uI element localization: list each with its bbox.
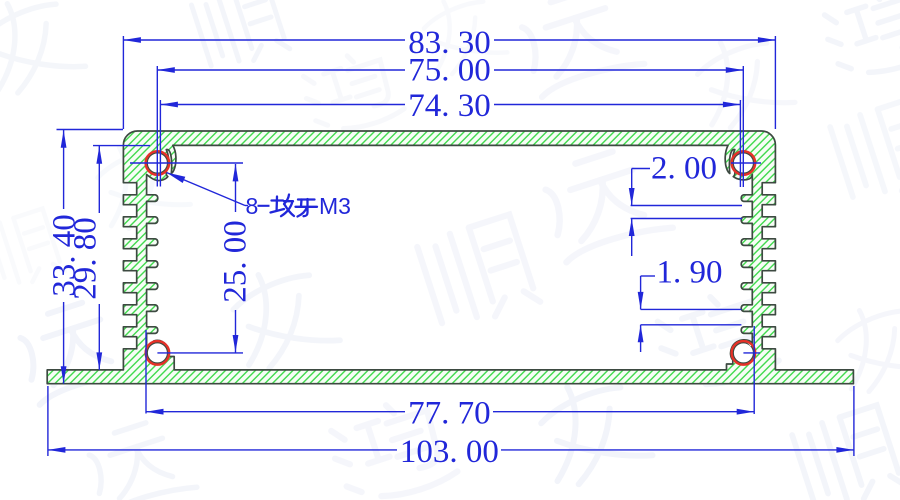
svg-text:103. 00: 103. 00 bbox=[400, 434, 499, 470]
svg-text:74. 30: 74. 30 bbox=[408, 88, 491, 124]
svg-text:29. 80: 29. 80 bbox=[68, 217, 104, 300]
svg-text:8: 8 bbox=[246, 193, 259, 219]
svg-text:25. 00: 25. 00 bbox=[218, 220, 254, 303]
svg-text:75. 00: 75. 00 bbox=[408, 53, 491, 89]
svg-text:83. 30: 83. 30 bbox=[408, 25, 491, 61]
svg-text:33. 40: 33. 40 bbox=[47, 214, 83, 297]
svg-text:M3: M3 bbox=[319, 193, 351, 219]
svg-text:1. 90: 1. 90 bbox=[657, 255, 723, 291]
svg-text:77. 70: 77. 70 bbox=[408, 396, 491, 432]
svg-text:2. 00: 2. 00 bbox=[651, 151, 717, 187]
